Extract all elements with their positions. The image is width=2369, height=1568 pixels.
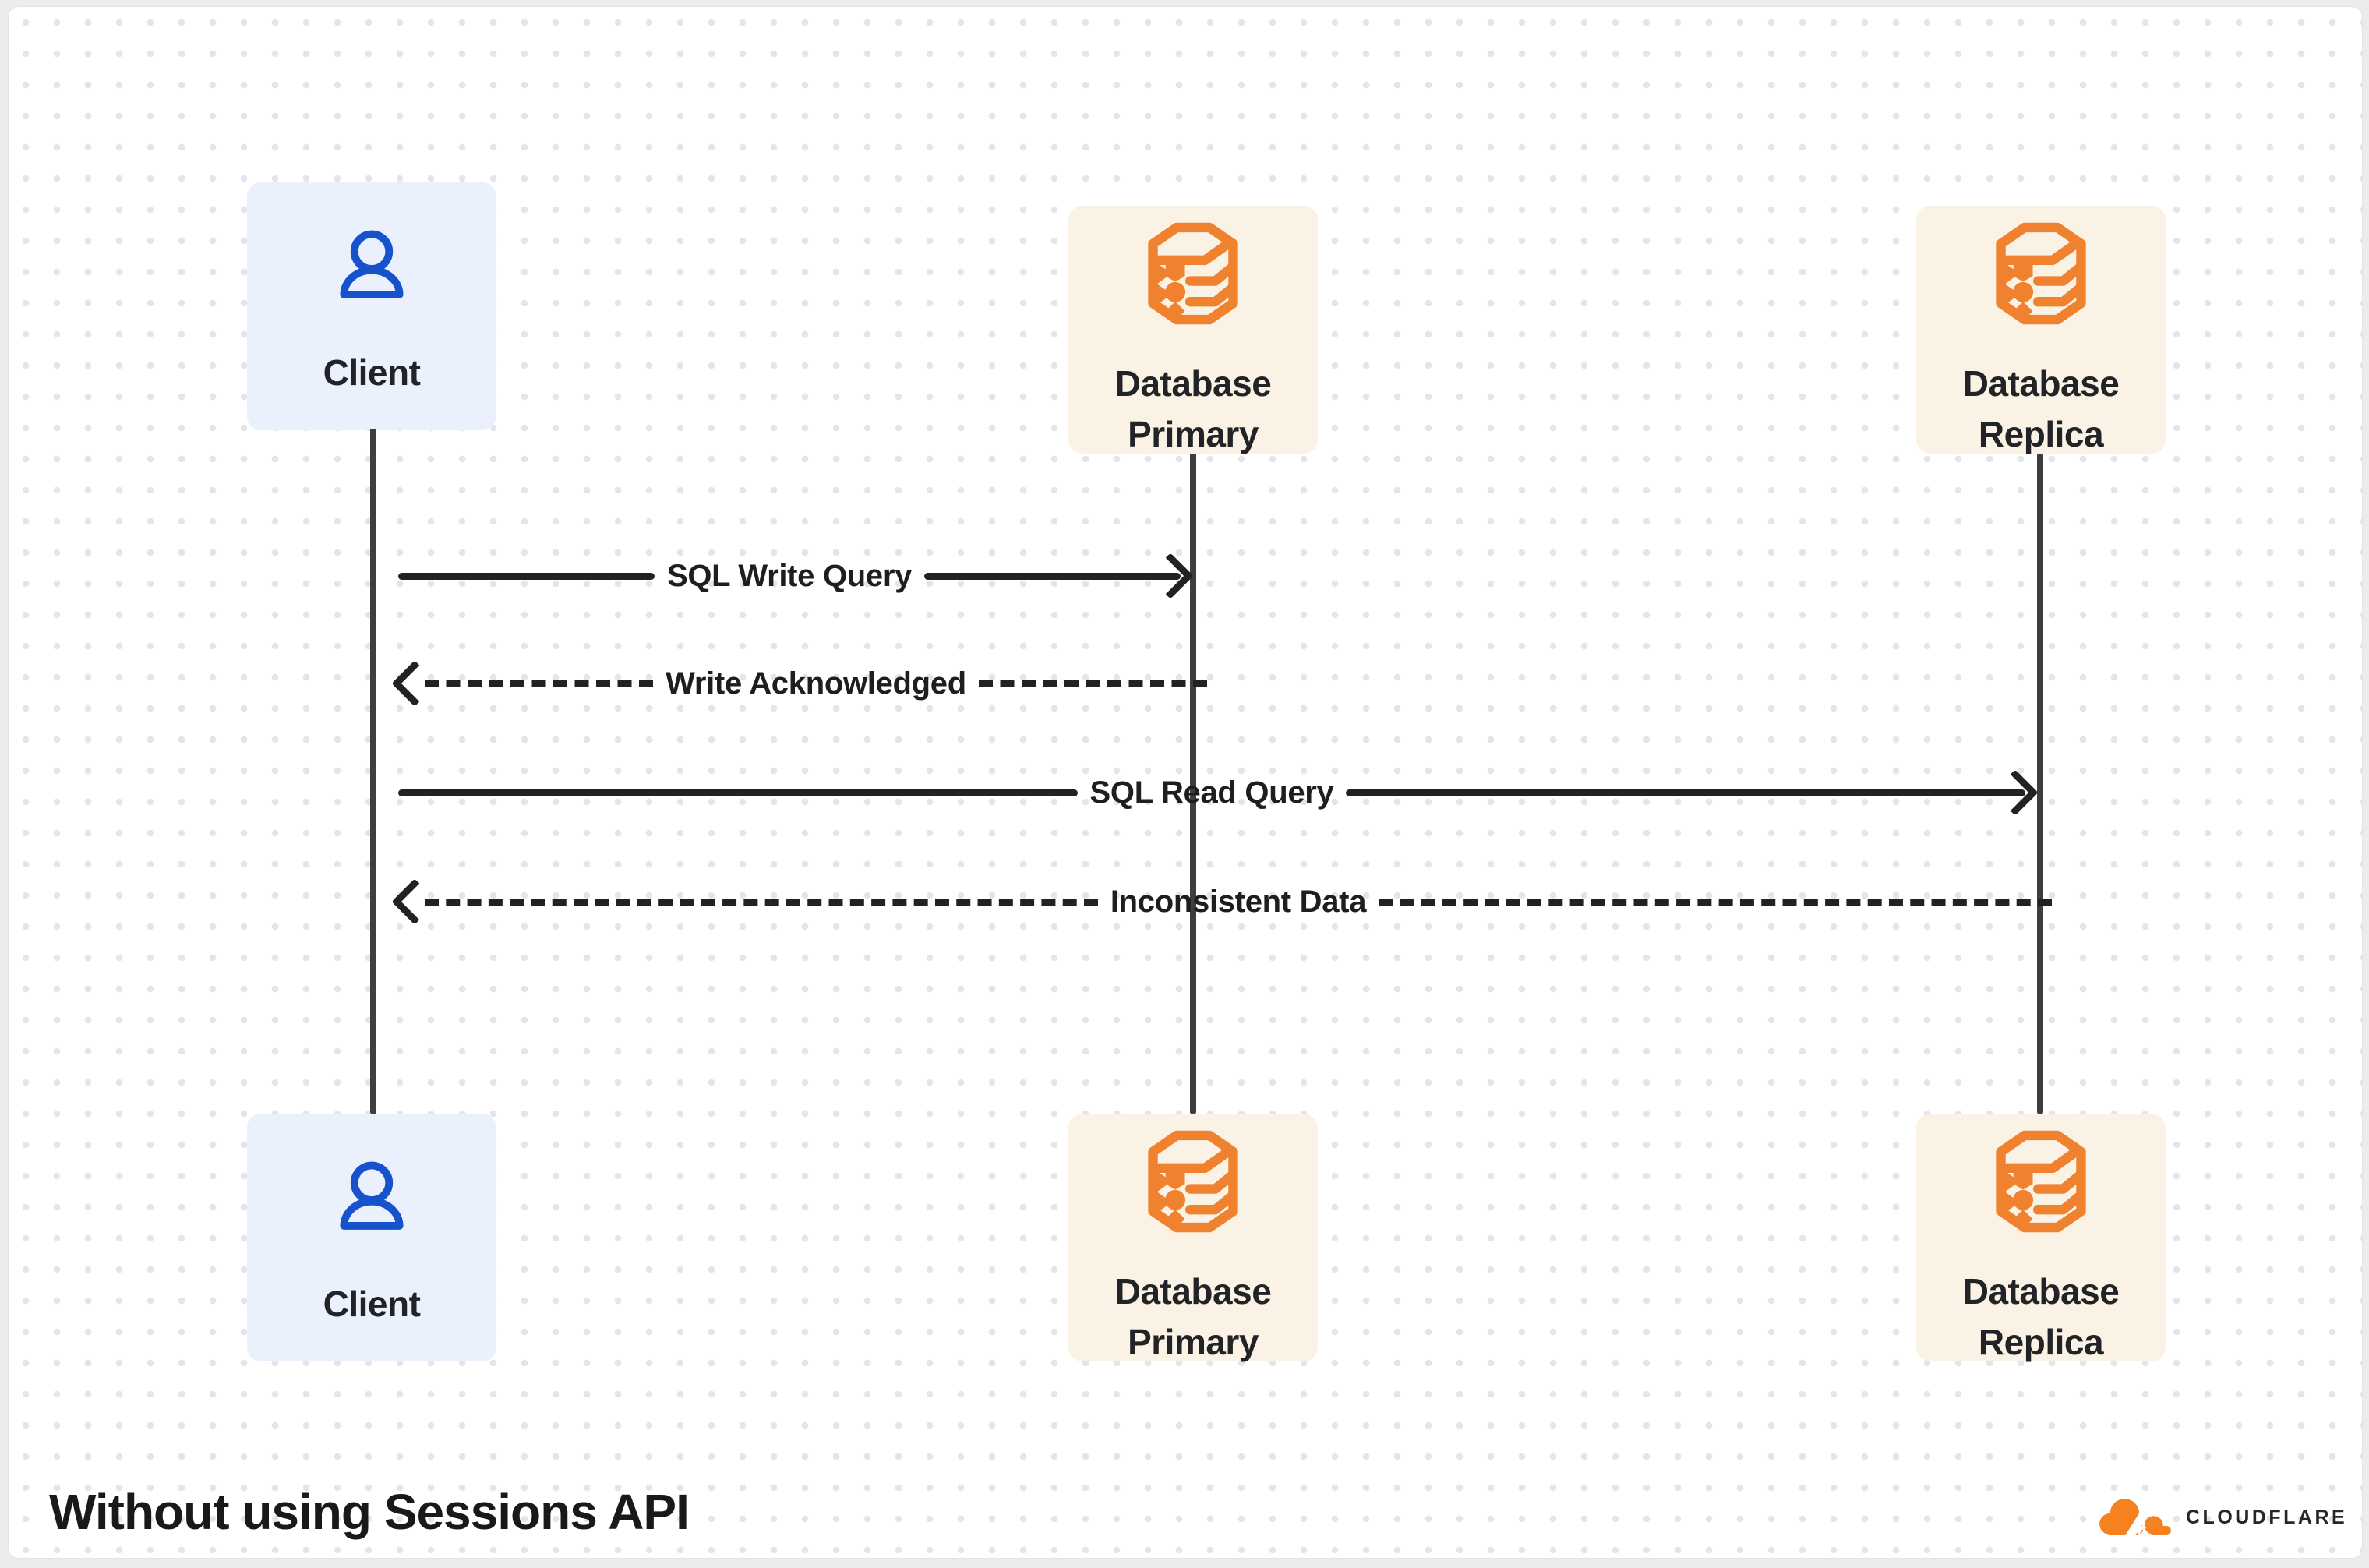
message-label: SQL Write Query — [666, 558, 913, 593]
actor-label: Database Replica — [1962, 1271, 2120, 1363]
actor-label: Client — [323, 352, 421, 393]
lifeline-database-replica — [2037, 454, 2043, 1114]
arrow-line — [978, 680, 1207, 687]
arrow-line — [398, 789, 1078, 796]
arrowhead-left-icon — [391, 660, 438, 707]
actor-label: Database Primary — [1114, 363, 1272, 455]
database-icon — [1146, 1128, 1241, 1235]
diagram-title: Without using Sessions API — [49, 1484, 690, 1540]
arrowhead-right-icon — [1992, 769, 2039, 816]
message-label: SQL Read Query — [1089, 775, 1334, 810]
actor-label: Database Replica — [1962, 363, 2120, 455]
actor-database-replica-bottom: Database Replica — [1916, 1114, 2166, 1362]
person-icon — [327, 1156, 416, 1245]
lifeline-client — [370, 429, 376, 1114]
arrow-line — [398, 572, 655, 580]
arrow-line — [924, 572, 1181, 580]
message-label: Inconsistent Data — [1110, 884, 1367, 919]
message-arrow-sql-read-query: SQL Read Query — [398, 769, 2039, 816]
actor-client-bottom: Client — [247, 1114, 496, 1361]
message-arrow-write-acknowledged: Write Acknowledged — [391, 660, 1207, 707]
arrow-line — [425, 680, 654, 687]
message-label: Write Acknowledged — [666, 666, 966, 701]
database-icon — [1146, 220, 1241, 327]
arrow-line — [1379, 898, 2052, 906]
lifeline-database-primary — [1190, 454, 1196, 1114]
cloudflare-wordmark: CLOUDFLARE — [2186, 1506, 2348, 1528]
actor-client-top: Client — [247, 182, 496, 430]
actor-database-primary-top: Database Primary — [1068, 206, 1318, 454]
cloudflare-cloud-icon — [2095, 1491, 2175, 1544]
arrow-line — [425, 898, 1098, 906]
actor-database-primary-bottom: Database Primary — [1068, 1114, 1318, 1362]
arrowhead-left-icon — [391, 878, 438, 925]
message-arrow-inconsistent-data: Inconsistent Data — [391, 878, 2052, 925]
database-icon — [1993, 1128, 2088, 1235]
actor-label: Client — [323, 1284, 421, 1324]
database-icon — [1993, 220, 2088, 327]
person-icon — [327, 224, 416, 313]
actor-label: Database Primary — [1114, 1271, 1272, 1363]
message-arrow-sql-write-query: SQL Write Query — [398, 553, 1194, 599]
cloudflare-logo: CLOUDFLARE — [2095, 1491, 2347, 1544]
arrowhead-right-icon — [1147, 553, 1194, 599]
arrow-line — [1346, 789, 2026, 796]
actor-database-replica-top: Database Replica — [1916, 206, 2166, 454]
diagram-canvas: Client Database Primary Database Replica… — [8, 6, 2363, 1559]
